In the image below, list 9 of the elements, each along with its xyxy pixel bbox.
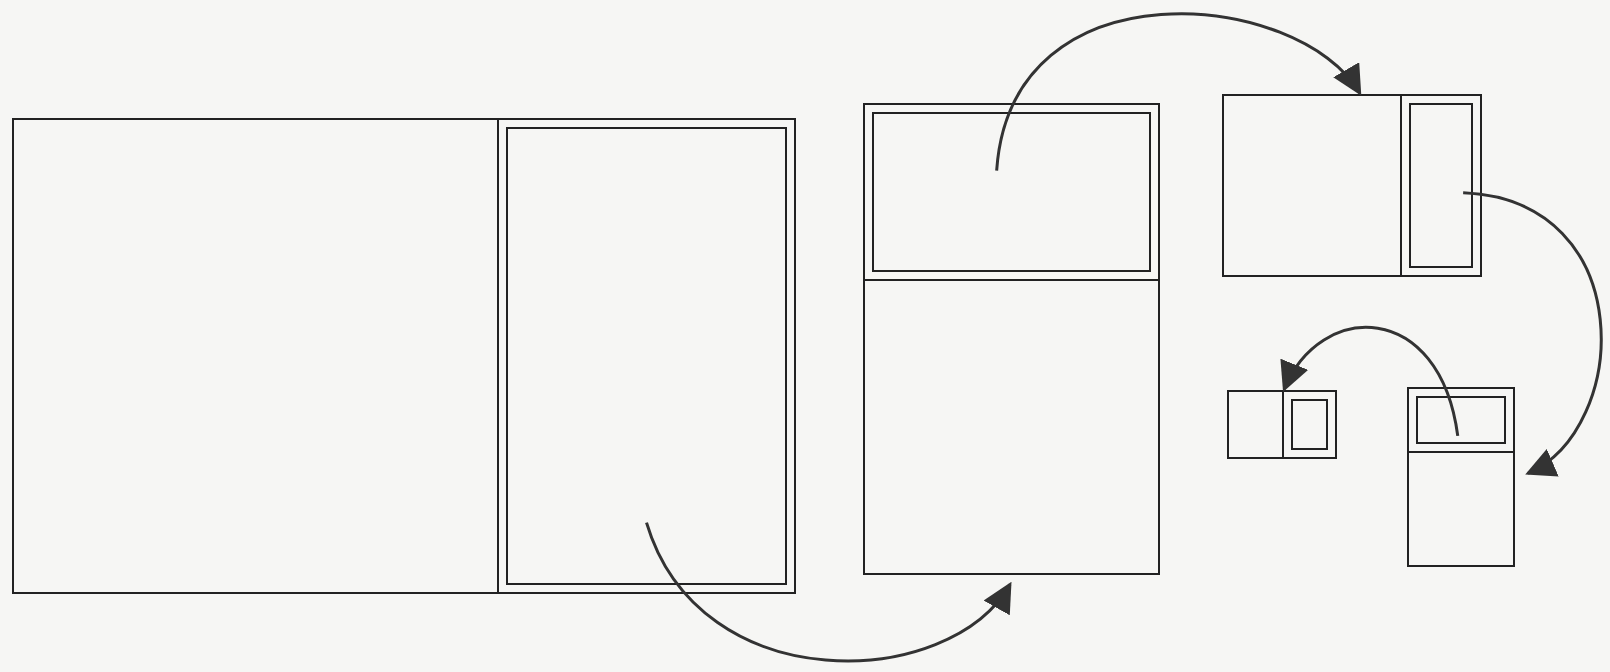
sheet-rectangle bbox=[12, 118, 796, 594]
sheet-rectangle bbox=[863, 103, 1160, 575]
curved-arrow bbox=[1282, 326, 1460, 437]
sheet-rectangle bbox=[1227, 390, 1337, 459]
curved-arrow bbox=[1462, 191, 1603, 475]
curved-arrow bbox=[995, 13, 1362, 171]
sheet-rectangle bbox=[1222, 94, 1482, 277]
curved-arrow bbox=[645, 522, 1012, 662]
sheet-rectangle bbox=[1407, 387, 1515, 567]
